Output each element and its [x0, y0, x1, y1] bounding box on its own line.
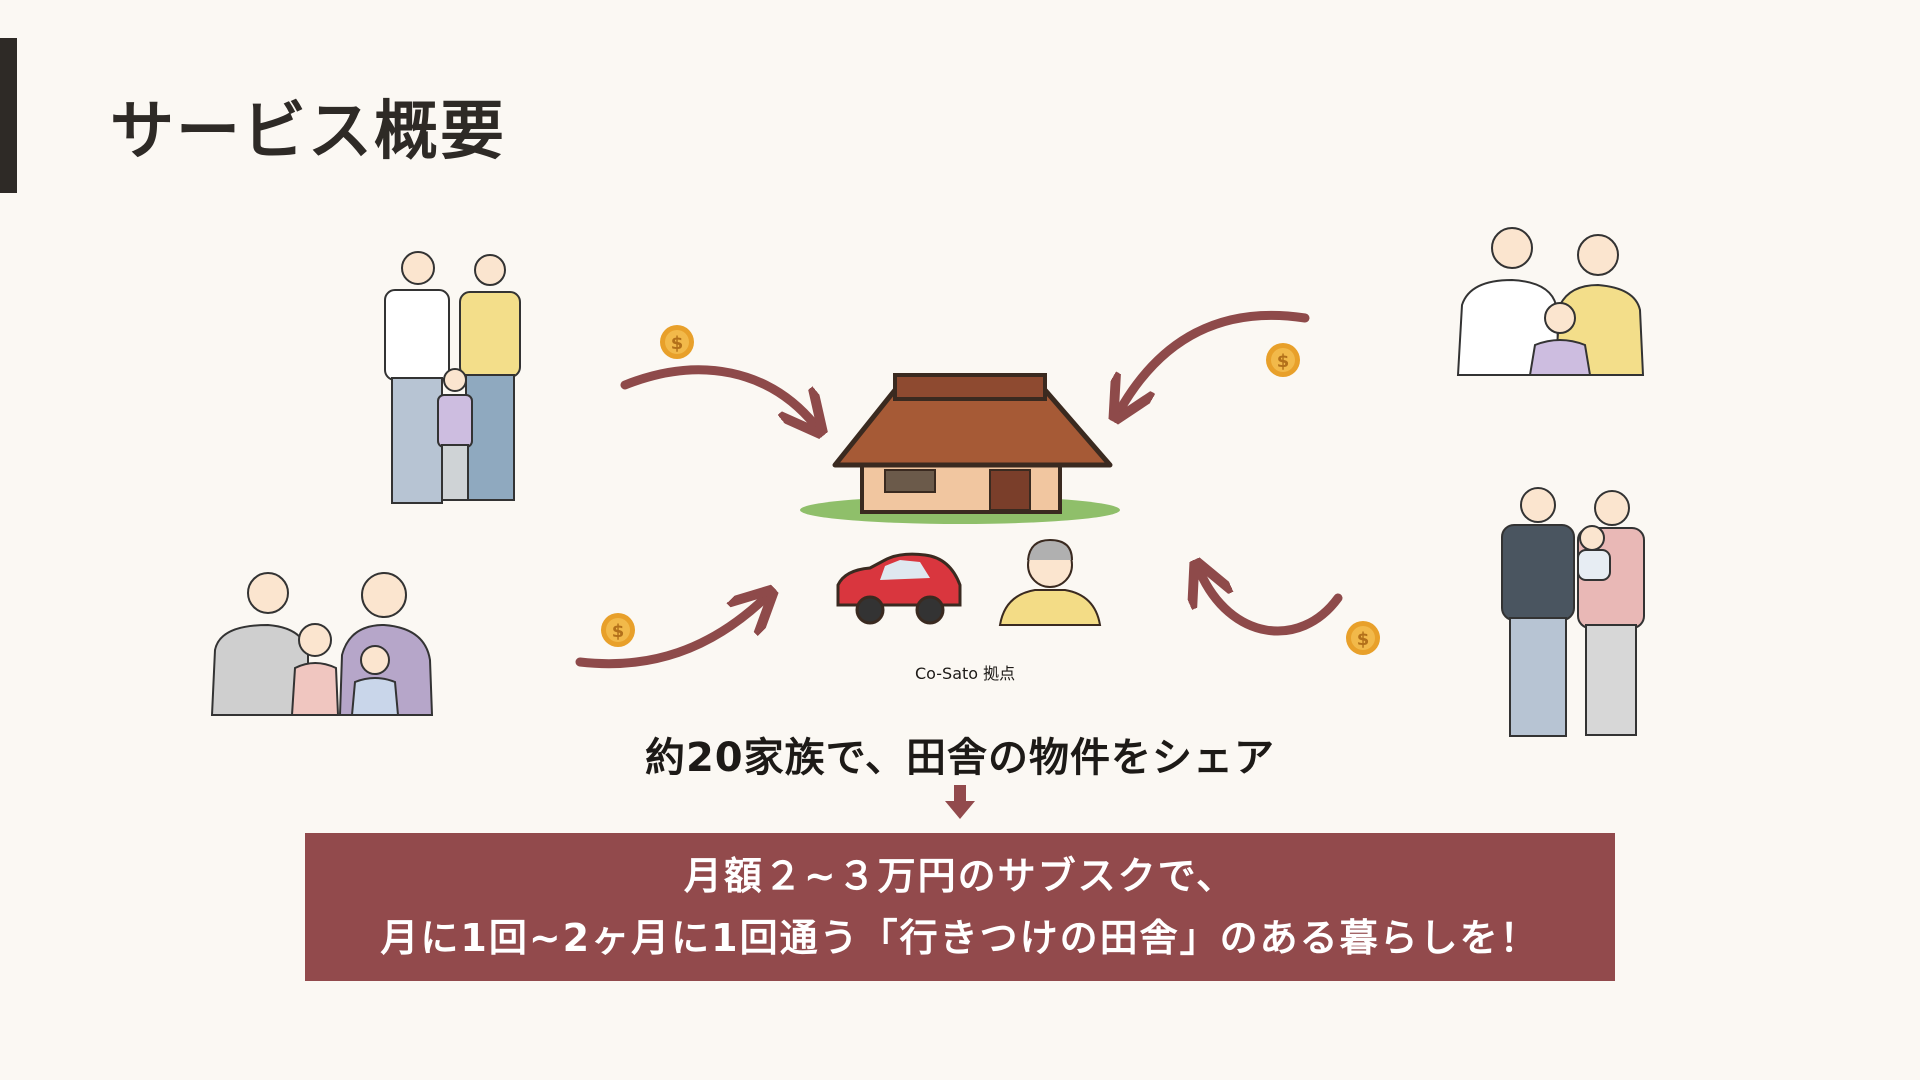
flow-arrow-top-right: [1120, 310, 1310, 410]
banner-line-1: 月額２~３万円のサブスクで、: [683, 854, 1237, 898]
thatched-house-icon: [800, 373, 1120, 524]
elderly-man-icon: [998, 538, 1102, 626]
family-illustration-top-right: [1456, 227, 1645, 376]
red-car-icon: [836, 552, 962, 625]
hub-caption: Co-Sato 拠点: [915, 664, 1016, 683]
flow-arrow-top-left: [620, 365, 815, 425]
dollar-coin-icon: [1266, 343, 1300, 377]
flow-arrow-bottom-right: [1200, 572, 1343, 636]
dollar-coin-icon: [660, 325, 694, 359]
dollar-coin-icon: [1346, 621, 1380, 655]
dollar-coin-icon: [601, 613, 635, 647]
banner-line-2: 月に1回~2ヶ月に1回通う「行きつけの田舎」のある暮らしを！: [380, 916, 1540, 960]
family-illustration-bottom-left: [210, 572, 434, 716]
subscription-banner: 月額２~３万円のサブスクで、 月に1回~2ヶ月に1回通う「行きつけの田舎」のある…: [305, 833, 1615, 981]
page-title: サービス概要: [110, 95, 506, 169]
headline-text: 約20家族で、田舎の物件をシェア: [644, 735, 1276, 781]
title-accent-bar: [0, 38, 17, 193]
family-illustration-bottom-right: [1501, 487, 1645, 737]
family-illustration-top-left: [384, 251, 521, 504]
flow-arrow-bottom-left: [575, 598, 765, 669]
down-arrow-icon: [945, 785, 975, 819]
